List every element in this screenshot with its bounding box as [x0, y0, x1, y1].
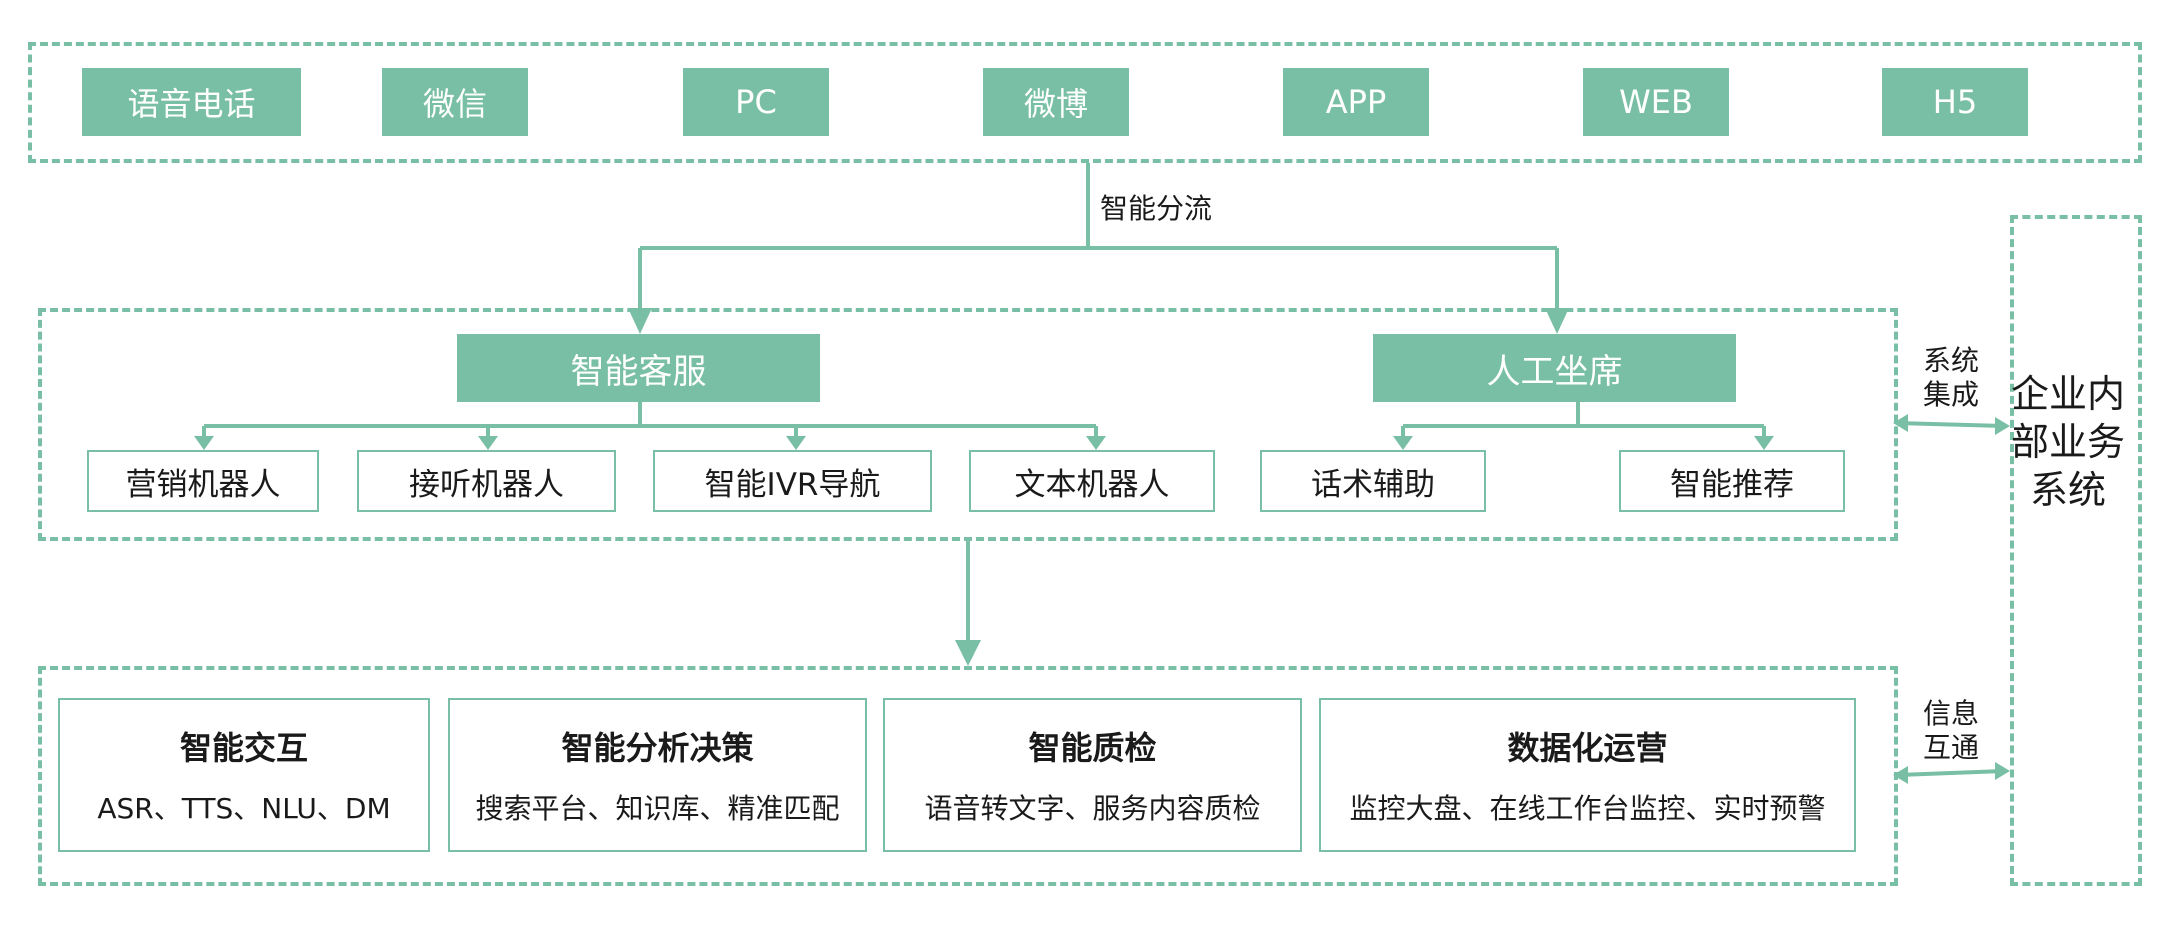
service-group [38, 308, 1898, 541]
channel-app: APP [1283, 68, 1429, 136]
answering-robot-box: 接听机器人 [357, 450, 616, 512]
enterprise-system-group [2010, 215, 2142, 886]
routing-label: 智能分流 [1100, 192, 1213, 225]
capability-title: 智能质检 [1028, 729, 1157, 767]
info-interop-label: 信息 互通 [1922, 697, 1979, 764]
marketing-robot-box: 营销机器人 [87, 450, 319, 512]
channels-group [28, 42, 2142, 163]
capability-desc: ASR、TTS、NLU、DM [97, 792, 391, 825]
capability-desc: 搜索平台、知识库、精准匹配 [475, 792, 840, 825]
channel-h5: H5 [1882, 68, 2028, 136]
channel-web: WEB [1583, 68, 1729, 136]
capability-interaction: 智能交互 ASR、TTS、NLU、DM [58, 698, 430, 852]
channel-pc: PC [683, 68, 829, 136]
channel-voice-call: 语音电话 [82, 68, 301, 136]
script-assist-box: 话术辅助 [1260, 450, 1486, 512]
capability-quality-check: 智能质检 语音转文字、服务内容质检 [883, 698, 1302, 852]
capability-data-ops: 数据化运营 监控大盘、在线工作台监控、实时预警 [1319, 698, 1856, 852]
capability-title: 智能分析决策 [561, 729, 754, 767]
system-integration-label: 系统 集成 [1922, 344, 1979, 411]
ivr-navigation-box: 智能IVR导航 [653, 450, 932, 512]
smart-recommend-box: 智能推荐 [1619, 450, 1845, 512]
capability-analysis: 智能分析决策 搜索平台、知识库、精准匹配 [448, 698, 867, 852]
smart-service-head: 智能客服 [457, 334, 820, 402]
human-agent-head: 人工坐席 [1373, 334, 1736, 402]
channel-wechat: 微信 [382, 68, 528, 136]
capability-title: 数据化运营 [1507, 729, 1668, 767]
enterprise-system-title: 企业内部业务系统 [2010, 372, 2125, 512]
capabilities-group [38, 666, 1898, 886]
text-robot-box: 文本机器人 [969, 450, 1215, 512]
capability-title: 智能交互 [179, 729, 308, 767]
capability-desc: 语音转文字、服务内容质检 [924, 792, 1261, 825]
capability-desc: 监控大盘、在线工作台监控、实时预警 [1349, 792, 1826, 825]
channel-weibo: 微博 [983, 68, 1129, 136]
